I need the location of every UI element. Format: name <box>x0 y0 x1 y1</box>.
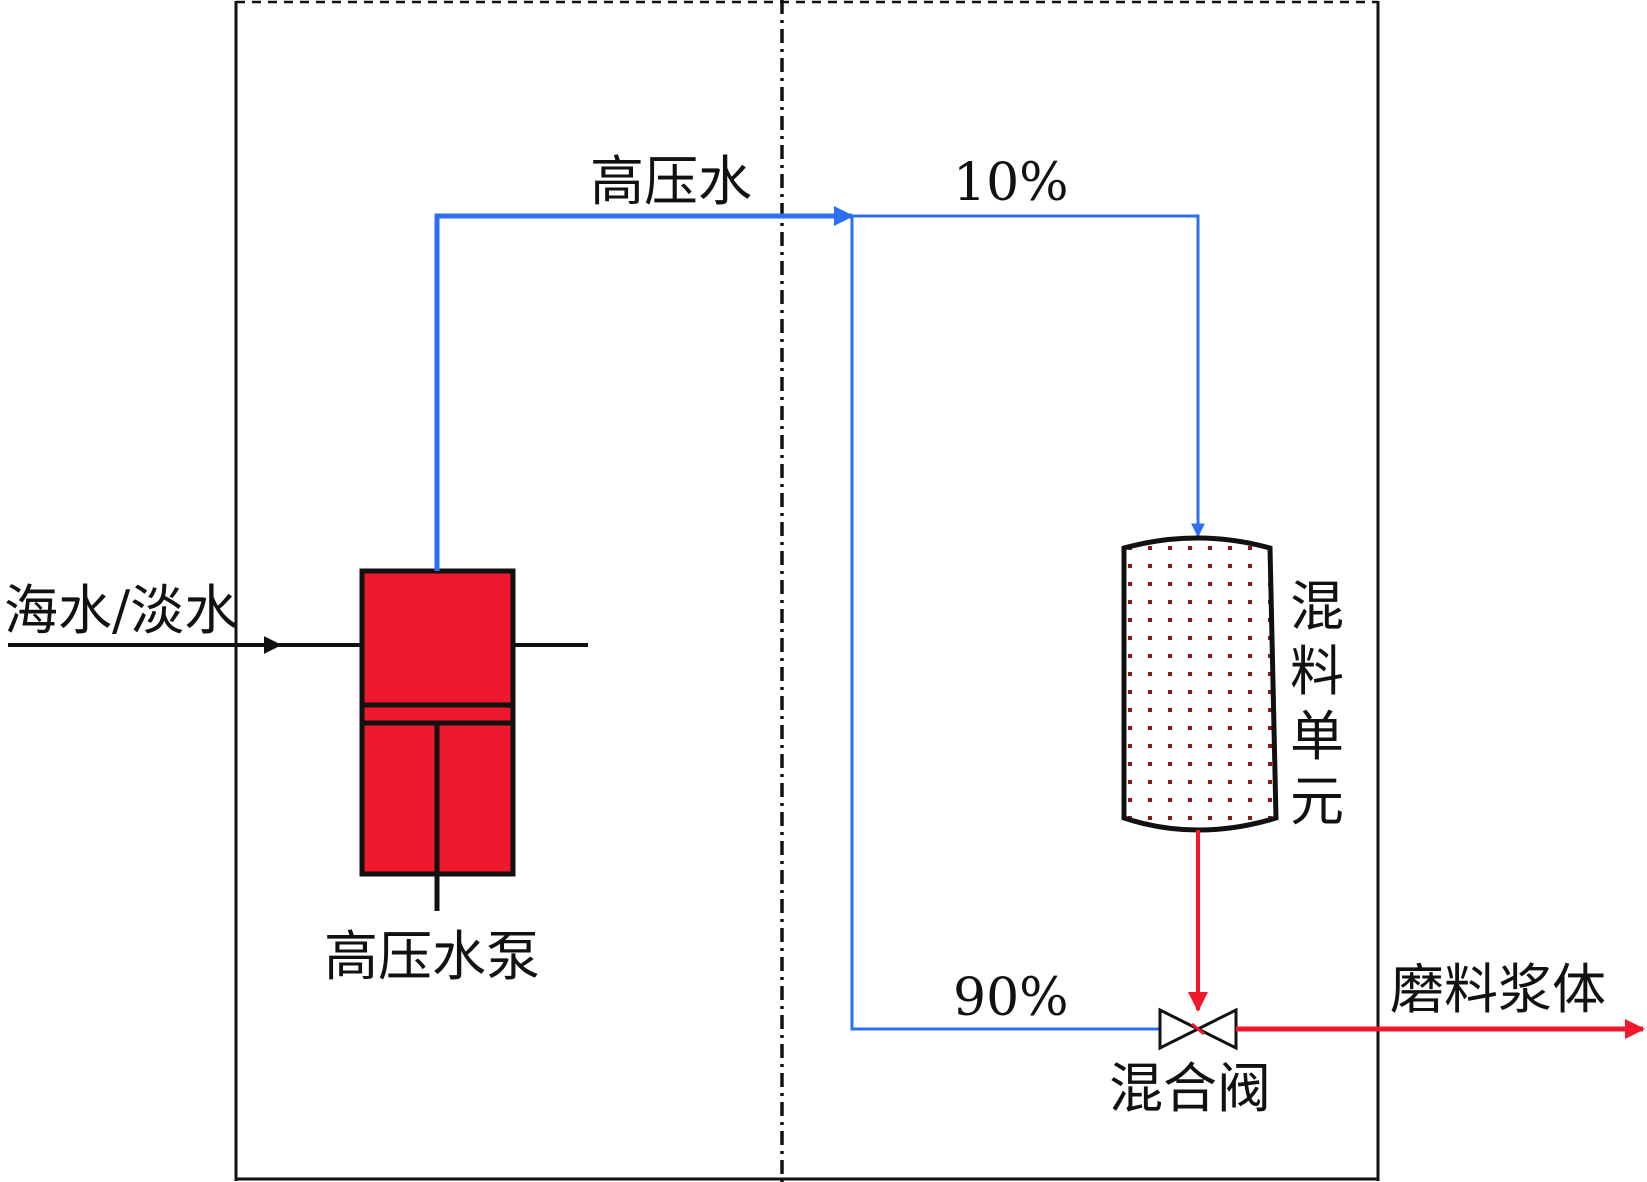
mixing-valve <box>1158 1007 1238 1051</box>
mixing-unit-label-char: 单 <box>1290 705 1344 768</box>
mixing-unit-label-char: 混 <box>1290 575 1344 638</box>
mixing-valve-label: 混合阀 <box>1109 1057 1271 1120</box>
mixing-unit-label: 混 料 单 元 <box>1290 575 1344 833</box>
inlet-water-label: 海水/淡水 <box>4 579 238 642</box>
split-90-label: 90% <box>953 968 1069 1028</box>
split-10-label: 10% <box>953 153 1069 213</box>
mixing-unit <box>1121 535 1279 833</box>
high-pressure-water-label: 高压水 <box>590 150 752 213</box>
high-pressure-pump-label: 高压水泵 <box>324 925 540 988</box>
mixing-unit-label-char: 料 <box>1290 640 1344 703</box>
high-pressure-pump <box>359 568 516 911</box>
system-boundary <box>234 0 1380 1182</box>
mixing-unit-label-char: 元 <box>1290 770 1344 833</box>
split-water-lines <box>850 214 1205 1031</box>
high-pressure-water-line <box>434 206 854 571</box>
abrasive-slurry-label: 磨料浆体 <box>1390 958 1606 1021</box>
